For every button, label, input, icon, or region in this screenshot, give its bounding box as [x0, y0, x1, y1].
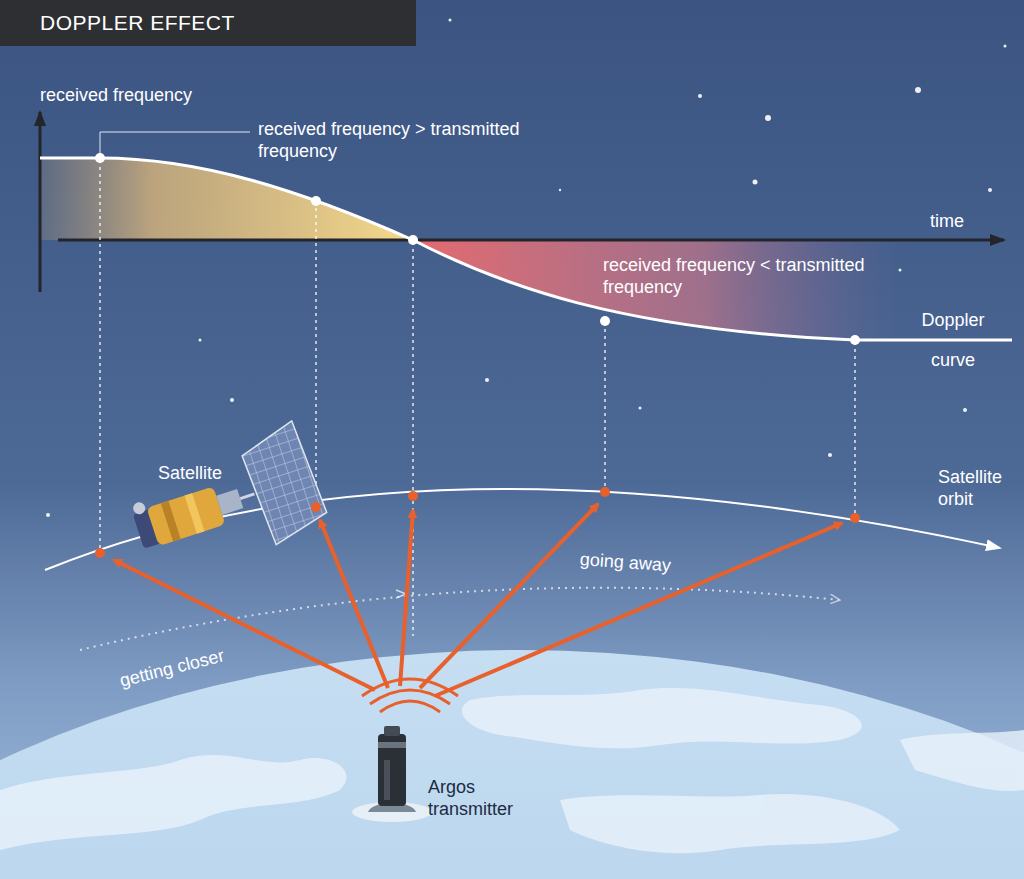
orbit-label: Satellite orbit	[938, 466, 1020, 510]
curve-label-holder: Doppler curve	[912, 300, 994, 380]
motion-label-holder: getting closer	[117, 644, 226, 691]
annotation: received frequency > transmitted frequen…	[258, 118, 538, 162]
motion-label: getting closer	[117, 644, 226, 691]
axis-label-holder: received frequency	[40, 84, 192, 106]
diagram-title: DOPPLER EFFECT	[0, 0, 416, 46]
annotation-holder: received frequency < transmitted frequen…	[603, 254, 883, 298]
satellite-label: Satellite	[158, 462, 222, 484]
satellite-label-holder: Satellite	[158, 462, 222, 484]
axis-label: received frequency	[40, 84, 192, 106]
axis-label: time	[930, 210, 964, 232]
annotation-holder: received frequency > transmitted frequen…	[258, 118, 538, 162]
motion-label-holder: going away	[579, 548, 671, 576]
transmitter-label: Argos transmitter	[428, 776, 538, 820]
orbit-label-holder: Satellite orbit	[938, 466, 1020, 510]
annotation: received frequency < transmitted frequen…	[603, 254, 883, 298]
motion-label: going away	[579, 548, 671, 576]
title-bar: DOPPLER EFFECT	[0, 0, 416, 46]
transmitter-label-holder: Argos transmitter	[428, 776, 538, 820]
curve-label: Doppler curve	[912, 300, 994, 380]
axis-label-holder: time	[930, 210, 964, 232]
